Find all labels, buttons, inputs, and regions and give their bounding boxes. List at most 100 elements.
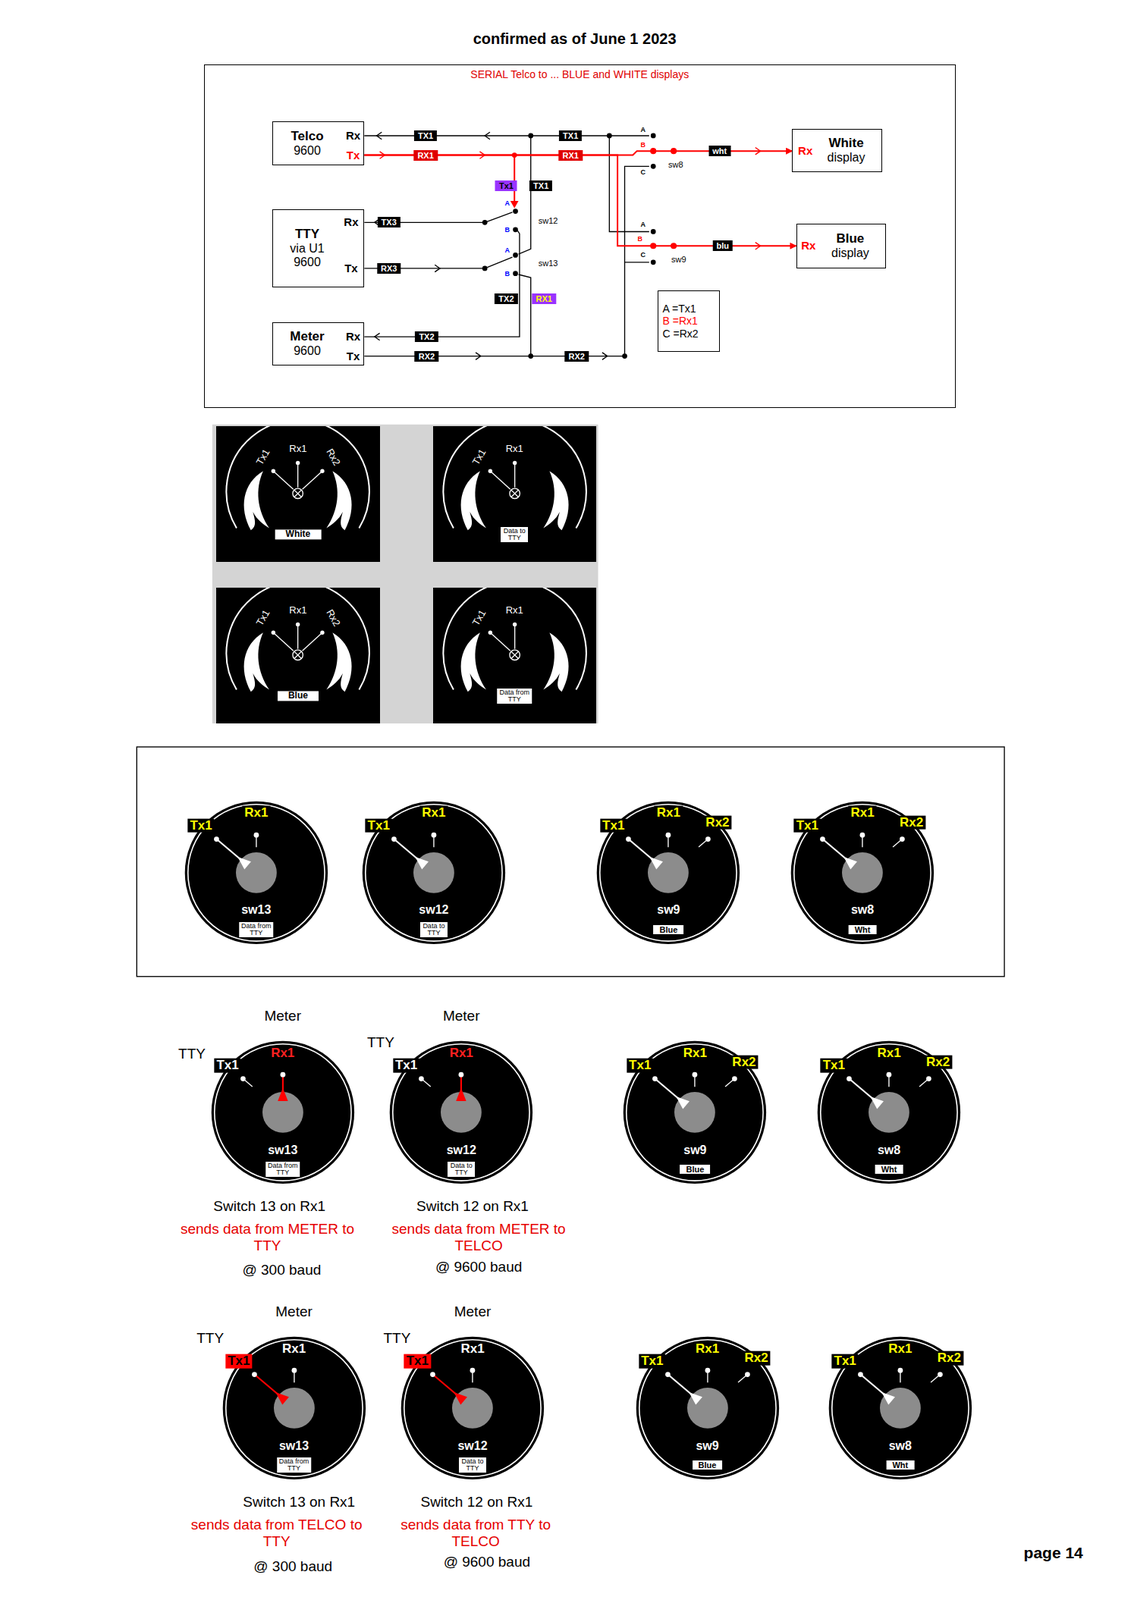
device-name: Telco [290,128,324,145]
dial-line [514,625,516,650]
knob-ring [820,1044,958,1182]
key-entry: C =Rx2 [662,327,699,341]
wire-arrow [484,131,491,139]
switch-name: sw13 [538,258,559,269]
key-entry: A =Tx1 [662,302,697,316]
knob-contact [251,1372,258,1378]
knob-pointer [849,1078,874,1100]
dial-contact [295,461,300,465]
knob-contact [431,832,437,838]
device-label: Meter [454,1304,492,1322]
selector-knob: Tx1Rx1sw13Data from TTY [179,796,333,950]
selector-knob: Tx1Rx1Rx2sw9Blue [591,796,745,950]
knob-body [817,1041,961,1185]
position-label: Rx1 [848,806,877,821]
signal-label: RX1 [559,150,583,161]
position-label: Tx1 [626,1058,654,1073]
device-label: Meter [263,1008,302,1025]
knob-body [596,801,740,944]
knob-body [389,1041,533,1185]
contact-letter: A [640,220,646,229]
device-name: Blue [835,231,864,247]
knob-pointer-head [237,857,252,870]
device-name: White [828,135,864,151]
wire-arrow [374,131,608,360]
dial-line [302,632,323,651]
position-label: Rx1 [419,806,448,821]
knob-pointer [860,1375,885,1396]
junction-dot [650,229,657,235]
signal-label: TX1 [529,180,553,192]
selector-knob: Tx1Rx1sw12Data to TTY [357,796,511,950]
pin-label: Tx [346,148,361,162]
position-label: Rx1 [268,1046,297,1061]
wire-arrow [602,352,608,360]
caption: @ 300 baud [241,1262,321,1279]
position-label: Tx1 [213,1058,241,1073]
knob-body [635,1337,779,1480]
contact-letter: C [640,168,646,176]
wire [518,135,531,255]
name-plate: Data to TTY [420,922,448,938]
knob-contact [391,836,397,842]
position-label: Tx1 [254,608,273,629]
device-label: TTY [178,1046,206,1063]
dial-plate: Tx1Rx1Rx2Blue [216,587,380,724]
knob-hub [841,852,883,894]
knob-contact [926,1076,932,1082]
position-label: Rx1 [874,1046,903,1061]
knob-pointer-head [881,1392,896,1405]
knob-contact [665,1372,671,1378]
name-plate: Blue [653,925,684,935]
device-name: Meter [289,329,324,345]
dial-line [273,471,294,491]
position-label: Rx1 [458,1342,487,1358]
junction-dot [650,259,657,265]
position-label: Tx1 [820,1058,848,1073]
knob-ring [188,804,325,941]
signal-label: Tx1 [495,180,518,192]
knob-body [362,801,506,944]
schematic-art [136,131,1005,977]
caption: Switch 12 on Rx1 [416,1198,529,1216]
switch-name: sw9 [671,254,687,264]
knob-body [791,801,934,944]
wire [609,135,649,232]
wire-red [513,155,516,204]
switch-name: sw12 [446,1143,477,1158]
knob-hub [413,852,455,894]
knob-body [185,801,328,944]
caption: @ 9600 baud [435,1259,522,1276]
wire-arrow [434,264,440,272]
junction-dot [527,353,534,359]
selector-knob: Tx1Rx1sw12Data to TTY [395,1331,550,1486]
page-title: confirmed as of June 1 2023 [473,30,677,48]
knob-pointer [393,838,418,860]
switch-name: sw8 [851,904,874,918]
dial-ornament [244,471,270,531]
position-label: Tx1 [404,1354,431,1370]
junction-dot [482,266,488,272]
junction-dot [512,270,519,277]
dial-ornament [326,471,352,531]
knob-ring [626,1044,764,1182]
knob-pointer-head [870,1096,884,1109]
knob-contact [886,1072,893,1078]
knob-contact [899,836,905,842]
schematic-heading: SERIAL Telco to ... BLUE and WHITE displ… [204,68,955,81]
wire-arrowhead [510,201,519,208]
position-label: Tx1 [254,447,273,468]
position-label: Rx2 [935,1351,964,1367]
dial-ornament [244,632,270,692]
knob-contact [704,1368,710,1374]
knob-hub [879,1388,921,1430]
position-label: Rx2 [323,446,343,468]
name-plate: Data to TTY [447,1162,475,1178]
dial-ornament [543,632,569,692]
caption-note: sends data from TELCO to TTY [187,1517,367,1552]
knob-contact [291,1368,297,1374]
knob-ring [392,1044,530,1182]
dial-center [508,489,519,500]
knob-ring [832,1340,969,1477]
